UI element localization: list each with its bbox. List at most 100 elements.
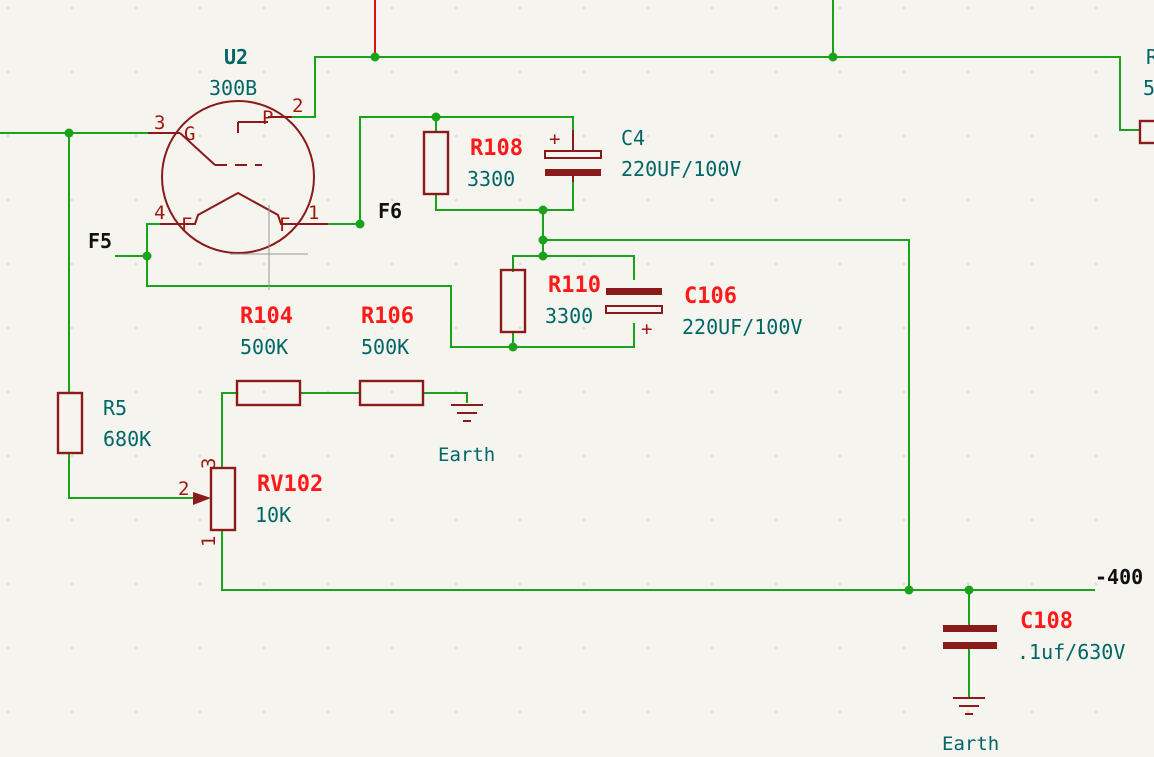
grid-dot xyxy=(391,647,393,649)
earth-symbol-2[interactable]: Earth xyxy=(942,697,999,755)
tube-label-grid: G xyxy=(184,123,195,145)
grid-dot xyxy=(903,519,905,521)
r108-body xyxy=(422,130,450,196)
grid-dot xyxy=(135,519,137,521)
c108-ref: C108 xyxy=(1020,609,1073,634)
grid-dot xyxy=(711,519,713,521)
grid-dot xyxy=(7,647,9,649)
grid-dot xyxy=(135,455,137,457)
grid-dot xyxy=(199,263,201,265)
grid-dot xyxy=(455,135,457,137)
resistor-r108[interactable]: R108 3300 xyxy=(422,130,523,196)
grid-dot xyxy=(7,455,9,457)
grid-dot xyxy=(1095,455,1097,457)
tube-label-fil-right: F xyxy=(279,214,290,236)
net-label-f6[interactable]: F6 xyxy=(378,199,402,223)
tube-u2[interactable]: U2 300B 3 2 4 1 G P F F xyxy=(148,45,328,290)
net-label-f5[interactable]: F5 xyxy=(88,229,112,253)
grid-dot xyxy=(71,327,73,329)
potentiometer-rv102[interactable]: 2 3 1 RV102 10K xyxy=(178,458,323,547)
grid-dot xyxy=(327,7,329,9)
wire-r108-c4-bottom xyxy=(435,178,574,211)
grid-dot xyxy=(199,135,201,137)
grid-dot xyxy=(199,647,201,649)
capacitor-c108[interactable]: C108 .1uf/630V xyxy=(943,609,1125,664)
junction xyxy=(828,52,838,62)
grid-dot xyxy=(1031,263,1033,265)
grid-dot xyxy=(391,391,393,393)
grid-dot xyxy=(1031,327,1033,329)
net-label-supply[interactable]: -400 xyxy=(1095,565,1143,589)
rv102-body xyxy=(209,466,237,532)
grid-dot xyxy=(327,327,329,329)
earth-symbol-1[interactable]: Earth xyxy=(438,404,495,466)
grid-dot xyxy=(135,199,137,201)
grid-dot xyxy=(583,519,585,521)
c106-ref: C106 xyxy=(684,284,737,309)
grid-dot xyxy=(1031,135,1033,137)
c4-value: 220UF/100V xyxy=(621,157,741,181)
resistor-offscreen[interactable]: R 5 xyxy=(1138,45,1154,145)
grid-dot xyxy=(903,583,905,585)
wire-bottom-rail xyxy=(221,530,1095,591)
grid-dot xyxy=(455,263,457,265)
grid-dot xyxy=(903,7,905,9)
grid-dot xyxy=(839,199,841,201)
grid-dot xyxy=(1031,583,1033,585)
wire-r110-c106-top xyxy=(512,255,635,280)
grid-dot xyxy=(647,263,649,265)
grid-dot xyxy=(519,199,521,201)
grid-dot xyxy=(7,135,9,137)
c108-plate-top xyxy=(943,625,997,632)
capacitor-c4[interactable]: + C4 220UF/100V xyxy=(544,126,741,182)
grid-dot xyxy=(71,583,73,585)
junction xyxy=(538,251,548,261)
r110-ref: R110 xyxy=(548,273,601,298)
grid-dot xyxy=(1095,711,1097,713)
grid-dot xyxy=(647,71,649,73)
grid-dot xyxy=(583,647,585,649)
grid-dot xyxy=(967,263,969,265)
grid-dot xyxy=(7,391,9,393)
grid-dot xyxy=(327,583,329,585)
grid-dot xyxy=(519,391,521,393)
c4-plate-neg xyxy=(545,169,601,176)
grid-dot xyxy=(391,135,393,137)
grid-dot xyxy=(775,71,777,73)
grid-dot xyxy=(519,519,521,521)
grid-dot xyxy=(1031,199,1033,201)
tube-label-fil-left: F xyxy=(181,214,192,236)
grid-dot xyxy=(711,199,713,201)
grid-dot xyxy=(775,519,777,521)
grid-dot xyxy=(647,519,649,521)
resistor-r110[interactable]: R110 3300 xyxy=(499,268,601,334)
r5-ref: R5 xyxy=(103,396,127,420)
grid-dot xyxy=(647,7,649,9)
grid-dot xyxy=(71,71,73,73)
resistor-r5[interactable]: R5 680K xyxy=(56,391,151,455)
grid-dot xyxy=(583,711,585,713)
grid-dot xyxy=(1095,583,1097,585)
wire-pot-to-r104 xyxy=(221,392,237,468)
grid-dot xyxy=(711,135,713,137)
grid-dot xyxy=(391,199,393,201)
grid-dot xyxy=(519,7,521,9)
tube-pin-fil-right: 1 xyxy=(308,202,319,224)
grid-dot xyxy=(199,71,201,73)
resistor-r106[interactable]: R106 500K xyxy=(358,304,425,407)
grid-dot xyxy=(199,7,201,9)
junction xyxy=(431,112,441,122)
grid-dot xyxy=(135,391,137,393)
grid-dot xyxy=(199,455,201,457)
grid-dot xyxy=(327,263,329,265)
grid-dot xyxy=(839,71,841,73)
grid-dot xyxy=(647,647,649,649)
tube-label-plate: P xyxy=(262,107,273,129)
grid-dot xyxy=(263,583,265,585)
capacitor-c106[interactable]: + C106 220UF/100V xyxy=(605,284,802,340)
junction xyxy=(370,52,380,62)
resistor-r104[interactable]: R104 500K xyxy=(235,304,302,407)
wire-r5-to-pot xyxy=(68,453,193,499)
grid-dot xyxy=(967,327,969,329)
